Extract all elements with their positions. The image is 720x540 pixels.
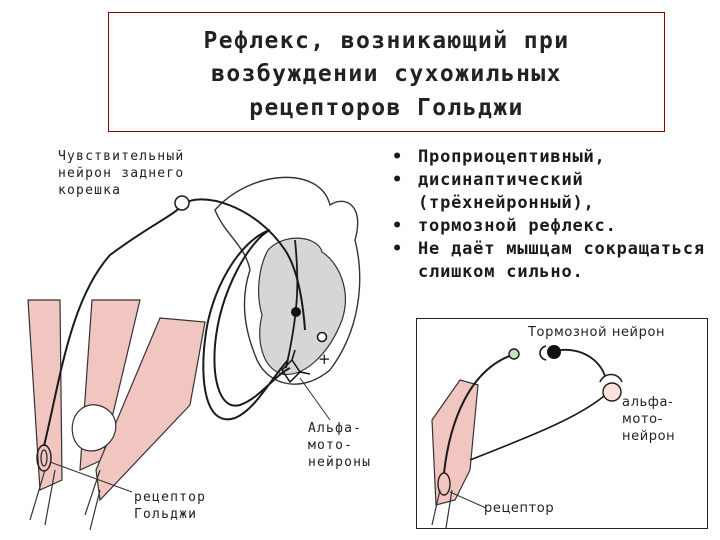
golgi-label-line-1: рецептор [134, 490, 207, 505]
inset-inhibitory-synapse [539, 345, 547, 361]
title-line-2: возбуждении сухожильных [211, 61, 562, 87]
plus-sign: + [318, 350, 331, 368]
title-line-3: рецепторов Гольджи [249, 95, 524, 121]
motor-axon [202, 229, 291, 421]
inset-alpha-synapse [599, 373, 623, 383]
reflex-properties-list: Проприоцептивный, дисинаптический (трёхн… [390, 146, 708, 284]
inset-receptor-leader [449, 491, 487, 509]
inset-alpha-line-2: мото- [622, 412, 663, 427]
synapse-icon [316, 331, 328, 343]
muscle-fiber-left [27, 299, 63, 491]
sensory-neuron-label-line-3: корешка [58, 183, 122, 198]
bullet-item: Проприоцептивный, [390, 146, 708, 169]
golgi-label-line-2: Гольджи [134, 507, 198, 522]
title-line-1: Рефлекс, возникающий при [203, 28, 570, 54]
golgi-leader-line [49, 461, 133, 493]
alpha-label-line-1: Альфа- [308, 421, 363, 436]
knee-joint-outline [71, 404, 117, 452]
bullet-item: дисинаптический (трёхнейронный), [390, 169, 708, 215]
sensory-neuron-label-line-2: нейрон заднего [58, 166, 185, 181]
sensory-neuron-label-line-1: Чувствительный [58, 149, 185, 164]
bullet-item: Не даёт мышцам сокращаться слишком сильн… [390, 238, 708, 284]
dorsal-root-ganglion-icon [174, 195, 190, 211]
inset-inhibitory-label: Тормозной нейрон [528, 325, 666, 340]
inset-diagram-frame [416, 318, 708, 529]
inhibitory-neuron-icon [291, 307, 301, 317]
inset-synapse-icon [508, 348, 520, 360]
alpha-label-line-2: мото- [308, 438, 354, 453]
inset-motor-axon [469, 395, 605, 461]
bullet-item: тормозной рефлекс. [390, 215, 708, 238]
alpha-motoneuron-icon [281, 349, 311, 384]
spinal-cord-outline [214, 176, 361, 385]
inset-sensory-fiber [443, 354, 513, 474]
alpha-label-line-3: нейроны [308, 455, 372, 470]
inset-tendon [431, 489, 453, 529]
tendon-lines [29, 469, 101, 531]
inset-inhibitory-neuron-icon [547, 345, 561, 359]
inset-alpha-line-1: альфа- [622, 395, 674, 410]
golgi-receptor-label: рецептор Гольджи [134, 489, 206, 523]
alpha-motoneurons-label: Альфа- мото- нейроны [308, 420, 371, 471]
inset-alpha-motoneuron-icon [602, 382, 622, 402]
inset-receptor-label: рецептор [484, 501, 555, 516]
alpha-leader-line [299, 377, 331, 421]
inset-alpha-label: альфа- мото- нейрон [622, 394, 675, 445]
title-box: Рефлекс, возникающий при возбуждении сух… [108, 12, 665, 132]
sensory-neuron-label: Чувствительный нейрон заднего корешка [58, 148, 184, 199]
inset-alpha-line-3: нейрон [622, 429, 676, 444]
inset-inhibitory-fiber [559, 349, 606, 377]
